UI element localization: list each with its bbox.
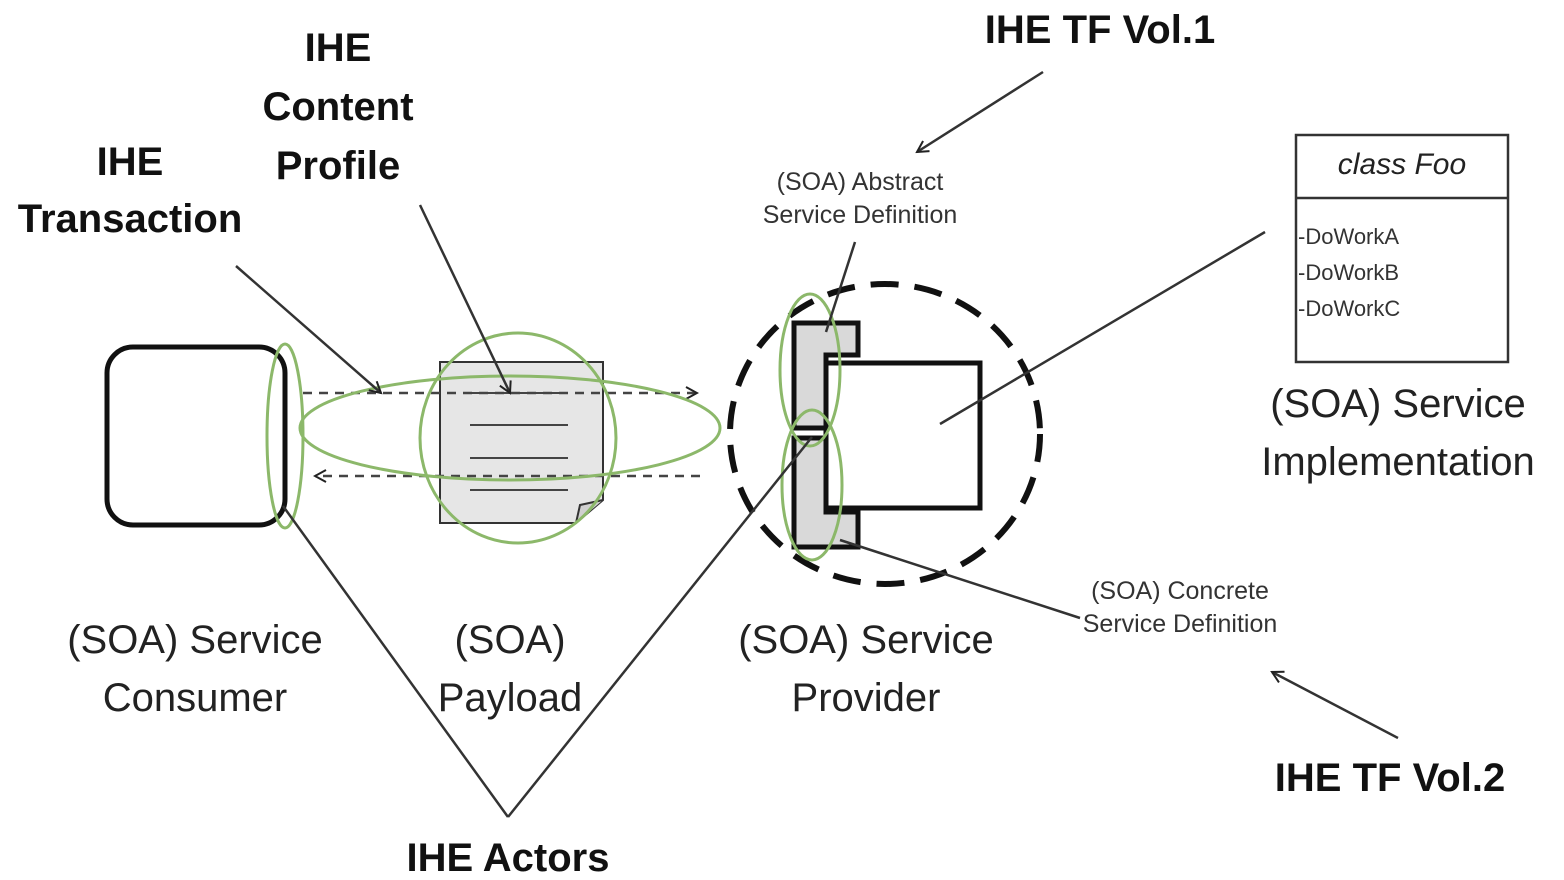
actors-pointer-consumer <box>281 505 510 818</box>
service-provider-connector <box>791 320 983 550</box>
service-implementation-label: (SOA) Service Implementation <box>1261 382 1535 484</box>
concrete-definition-pointer <box>839 538 1081 620</box>
service-consumer-box <box>104 344 288 528</box>
abstract-definition-pointer <box>824 241 857 333</box>
abstract-service-definition-label: (SOA) Abstract Service Definition <box>762 168 958 229</box>
ihe-tf-vol1-label: IHE TF Vol.1 <box>984 8 1216 52</box>
concrete-definition-highlight <box>780 408 844 562</box>
payload-label: (SOA) Payload <box>437 618 583 720</box>
class-box-title: class Foo <box>1337 148 1467 181</box>
ihe-content-profile-label: IHE Content Profile <box>262 26 414 188</box>
abstract-definition-highlight <box>778 292 842 448</box>
actors-pointer-provider <box>507 436 813 818</box>
payload-highlight <box>418 331 618 545</box>
content-profile-pointer <box>418 204 510 393</box>
ihe-actors-label: IHE Actors <box>406 836 610 880</box>
class-box <box>1294 133 1510 364</box>
class-method: -DoWorkC <box>1298 296 1401 321</box>
payload-document <box>439 361 604 524</box>
concrete-service-definition-label: (SOA) Concrete Service Definition <box>1082 577 1278 638</box>
vol1-pointer <box>917 70 1044 152</box>
class-method: -DoWorkA <box>1298 224 1400 249</box>
ihe-tf-vol2-label: IHE TF Vol.2 <box>1274 756 1506 800</box>
service-provider-label: (SOA) Service Provider <box>738 618 994 720</box>
class-method: -DoWorkB <box>1298 260 1400 285</box>
vol2-pointer <box>1272 672 1399 740</box>
ihe-transaction-label: IHE Transaction <box>17 140 243 241</box>
service-provider-boundary <box>727 281 1043 587</box>
implementation-pointer <box>939 230 1266 426</box>
transaction-highlight <box>298 374 722 482</box>
service-consumer-label: (SOA) Service Consumer <box>67 618 323 720</box>
transaction-pointer <box>235 265 381 393</box>
